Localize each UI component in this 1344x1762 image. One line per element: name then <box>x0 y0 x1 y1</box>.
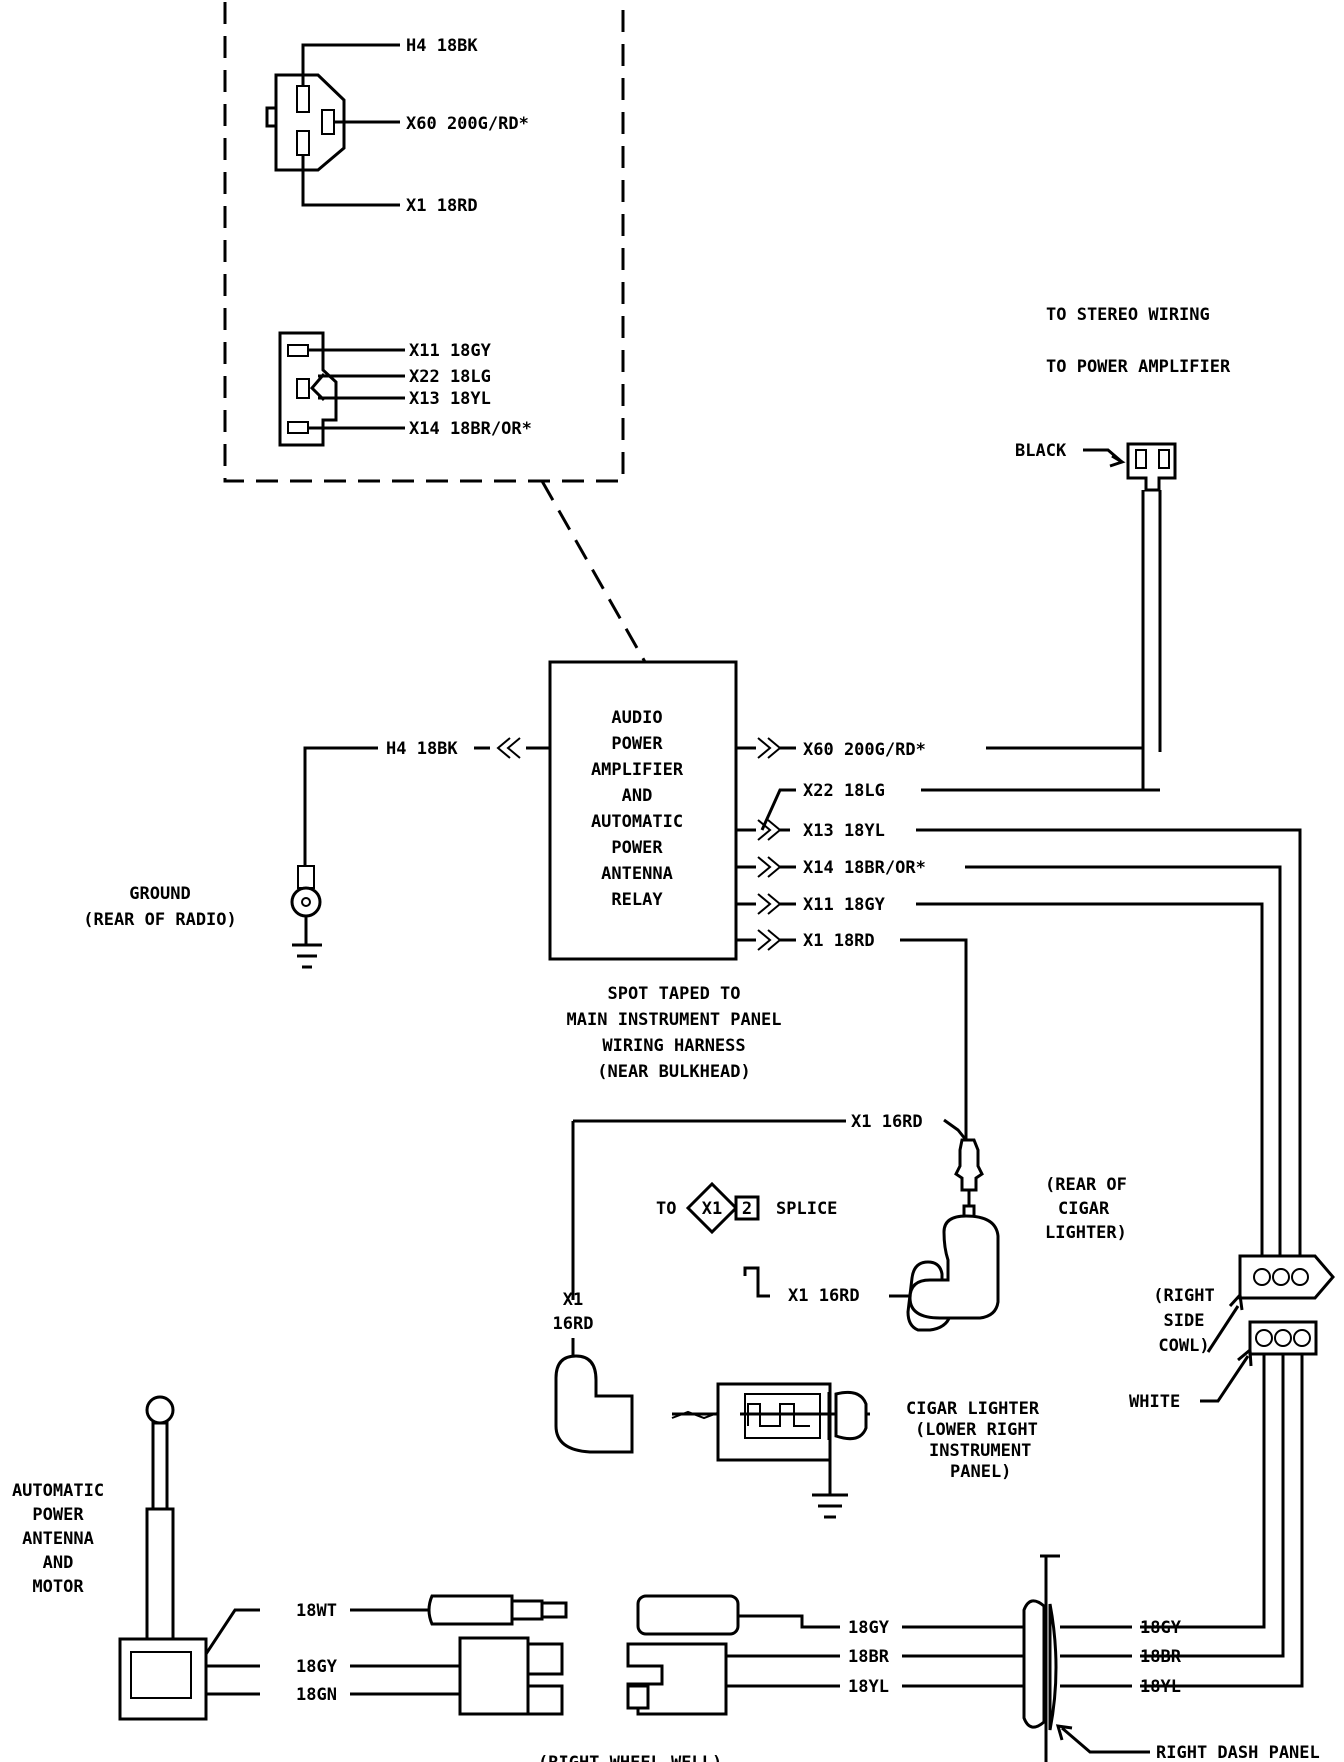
cigar-line-1: CIGAR LIGHTER <box>906 1399 1040 1419</box>
cowl-line-1: (RIGHT <box>1153 1286 1214 1306</box>
black-label: BLACK <box>1015 441 1067 461</box>
x1-left-line-2: 16RD <box>553 1314 594 1334</box>
splice-2: 2 <box>742 1199 752 1219</box>
wheel-well-label: (RIGHT WHEEL WELL) <box>538 1753 722 1762</box>
amp-line-5: AUTOMATIC <box>591 812 683 832</box>
amp-line-1: AUDIO <box>611 708 662 728</box>
inset-x11-label: X11 18GY <box>409 341 492 361</box>
rear-lighter-3: LIGHTER) <box>1045 1223 1127 1243</box>
dash-panel-label: RIGHT DASH PANEL <box>1156 1743 1320 1762</box>
spot-line-3: WIRING HARNESS <box>602 1036 745 1056</box>
inset-x1-label: X1 18RD <box>406 196 478 216</box>
dash-right-18yl: 18YL <box>1140 1677 1181 1697</box>
amp-line-8: RELAY <box>611 890 663 910</box>
cigar-line-2: (LOWER RIGHT <box>915 1420 1038 1440</box>
cigar-line-3: INSTRUMENT <box>929 1441 1031 1461</box>
amp-x22-label: X22 18LG <box>803 781 885 801</box>
antenna-line-3: ANTENNA <box>22 1529 94 1549</box>
antenna-line-1: AUTOMATIC <box>12 1481 104 1501</box>
ground-line-1: GROUND <box>129 884 190 904</box>
antenna-line-2: POWER <box>32 1505 84 1525</box>
splice-word: SPLICE <box>776 1199 837 1219</box>
cowl-connectors: (RIGHT SIDE COWL) WHITE <box>1129 1254 1335 1688</box>
ground-line-2: (REAR OF RADIO) <box>83 910 237 930</box>
amplifier-group: AUDIO POWER AMPLIFIER AND AUTOMATIC POWE… <box>83 660 926 969</box>
white-label: WHITE <box>1129 1392 1180 1412</box>
inset-x22-label: X22 18LG <box>409 367 491 387</box>
spot-line-4: (NEAR BULKHEAD) <box>597 1062 751 1082</box>
cigar-lighter-section: X1 16RD (REAR OF CIGAR LIGHTER) TO X1 2 … <box>553 1112 1127 1519</box>
cowl-line-2: SIDE <box>1164 1311 1205 1331</box>
antenna-wire-18wt: 18WT <box>296 1601 337 1621</box>
rear-lighter-2: CIGAR <box>1058 1199 1110 1219</box>
connector-inset: H4 18BK X60 200G/RD* X1 18RD X11 18GY X2… <box>223 2 647 663</box>
dash-left-18br: 18BR <box>848 1647 890 1667</box>
dash-right-18br: 18BR <box>1140 1647 1182 1667</box>
amp-line-3: AMPLIFIER <box>591 760 684 780</box>
rear-lighter-1: (REAR OF <box>1045 1175 1127 1195</box>
antenna-line-5: MOTOR <box>32 1577 84 1597</box>
antenna-wire-18gn: 18GN <box>296 1685 337 1705</box>
dash-left-18yl: 18YL <box>848 1677 889 1697</box>
spot-line-2: MAIN INSTRUMENT PANEL <box>567 1010 782 1030</box>
x1-left-line-1: X1 <box>563 1290 583 1310</box>
antenna-group: AUTOMATIC POWER ANTENNA AND MOTOR 18WT 1… <box>12 1395 740 1762</box>
amp-x60-label: X60 200G/RD* <box>803 740 926 760</box>
splice-to-label: TO <box>656 1199 676 1219</box>
amplifier-box <box>548 660 738 961</box>
dash-panel-group: 18GY 18BR 18YL 18GY 18BR 18YL RIGHT DASH… <box>726 1554 1320 1762</box>
spot-line-1: SPOT TAPED TO <box>607 984 740 1004</box>
amp-x11-label: X11 18GY <box>803 895 886 915</box>
x1-top-label: X1 16RD <box>851 1112 923 1132</box>
stereo-line-2: TO POWER AMPLIFIER <box>1046 357 1231 377</box>
x1-lower-label: X1 16RD <box>788 1286 860 1306</box>
dash-right-18gy: 18GY <box>1140 1618 1182 1638</box>
dash-left-18gy: 18GY <box>848 1618 890 1638</box>
inset-x60-label: X60 200G/RD* <box>406 114 529 134</box>
amp-x14-label: X14 18BR/OR* <box>803 858 926 878</box>
inset-x13-label: X13 18YL <box>409 389 491 409</box>
cowl-line-3: COWL) <box>1158 1336 1209 1356</box>
amp-line-7: ANTENNA <box>601 864 673 884</box>
amp-h4-label: H4 18BK <box>386 739 458 759</box>
amp-line-2: POWER <box>611 734 663 754</box>
amp-line-4: AND <box>622 786 653 806</box>
inset-h4-label: H4 18BK <box>406 36 478 56</box>
inset-x14-label: X14 18BR/OR* <box>409 419 532 439</box>
stereo-line-1: TO STEREO WIRING <box>1046 305 1210 325</box>
amp-line-6: POWER <box>611 838 663 858</box>
amp-x13-label: X13 18YL <box>803 821 885 841</box>
antenna-line-4: AND <box>43 1553 74 1573</box>
spot-taped-note: SPOT TAPED TO MAIN INSTRUMENT PANEL WIRI… <box>567 984 782 1082</box>
cigar-line-4: PANEL) <box>950 1462 1011 1482</box>
stereo-connector-group: TO STEREO WIRING TO POWER AMPLIFIER BLAC… <box>1015 305 1231 790</box>
amp-x1-label: X1 18RD <box>803 931 875 951</box>
wire-runs <box>900 746 1302 1260</box>
splice-x1: X1 <box>702 1199 722 1219</box>
antenna-wire-18gy: 18GY <box>296 1657 338 1677</box>
